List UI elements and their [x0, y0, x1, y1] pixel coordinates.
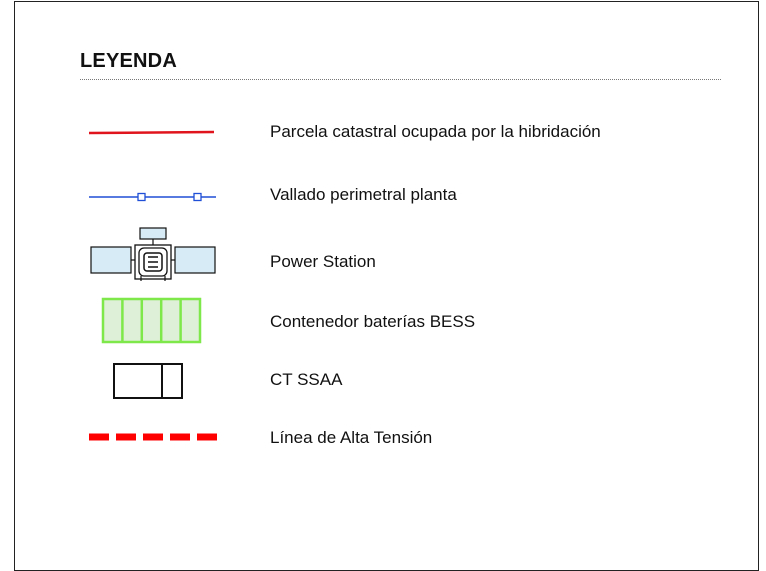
legend-divider: [80, 79, 721, 80]
bess-container-icon: [101, 297, 202, 344]
legend-title: LEYENDA: [80, 50, 177, 72]
legend-label-power-station: Power Station: [270, 252, 376, 271]
legend-label-linea-alta-tension: Línea de Alta Tensión: [270, 428, 433, 447]
ct-ssaa-icon: [113, 363, 183, 399]
legend-label-vallado: Vallado perimetral planta: [270, 185, 457, 204]
red-solid-line-icon: [88, 130, 215, 135]
red-dashed-line-icon: [89, 433, 217, 441]
legend-frame: [14, 1, 759, 571]
legend-label-parcela: Parcela catastral ocupada por la hibrida…: [270, 122, 601, 141]
legend-label-bess: Contenedor baterías BESS: [270, 312, 476, 331]
legend-label-ct-ssaa: CT SSAA: [270, 370, 343, 389]
power-station-icon: [90, 227, 216, 281]
blue-fence-line-icon: [89, 192, 216, 202]
